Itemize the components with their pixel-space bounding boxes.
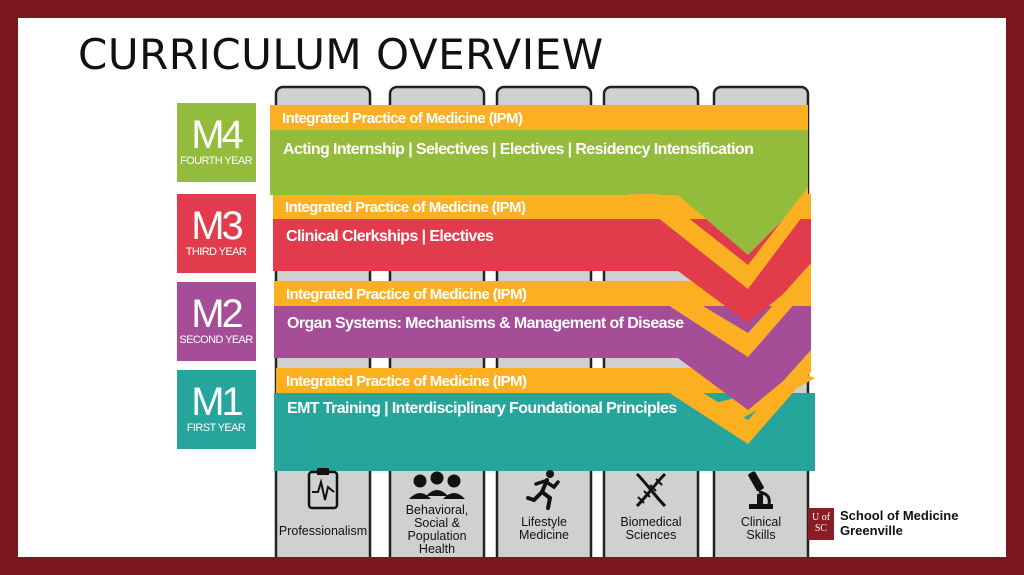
pillar-label: Medicine <box>519 528 569 542</box>
school-name: School of Medicine Greenville <box>840 508 958 538</box>
pillar-label: Population <box>407 529 466 543</box>
year-band-m4 <box>270 130 808 255</box>
pillar-label: Skills <box>746 528 775 542</box>
ipm-label: Integrated Practice of Medicine (IPM) <box>286 373 527 390</box>
year-bands: Integrated Practice of Medicine (IPM) EMT… <box>270 105 815 471</box>
running-person-icon <box>526 470 560 510</box>
microscope-icon <box>748 471 773 509</box>
pillar-label: Biomedical <box>620 515 681 529</box>
people-group-icon <box>409 471 465 499</box>
ipm-label: Integrated Practice of Medicine (IPM) <box>282 110 523 127</box>
year-name: FOURTH YEAR <box>180 155 252 167</box>
year-band-m3 <box>273 219 811 323</box>
school-logo: U of SC School of Medicine Greenville <box>808 508 988 548</box>
pillar-label: Sciences <box>626 528 677 542</box>
year-code: M4 <box>191 113 243 157</box>
band-label: EMT Training | Interdisciplinary Foundat… <box>287 400 677 417</box>
usc-badge: U of SC <box>808 508 834 540</box>
year-tile-m4 <box>177 103 256 182</box>
pillar-label: Social & <box>414 516 461 530</box>
year-band-m1 <box>274 393 815 471</box>
ipm-chevron <box>631 263 811 357</box>
ipm-label: Integrated Practice of Medicine (IPM) <box>286 286 527 303</box>
year-code: M1 <box>191 380 242 424</box>
pillar-label: Clinical <box>741 515 781 529</box>
band-label: Organ Systems: Mechanisms & Management o… <box>287 315 684 332</box>
school-name-line2: Greenville <box>840 523 903 538</box>
year-name: FIRST YEAR <box>187 422 246 434</box>
year-tile-m3 <box>177 194 256 273</box>
school-name-line1: School of Medicine <box>840 508 959 523</box>
ipm-chevron <box>628 187 808 289</box>
year-name: THIRD YEAR <box>186 246 247 258</box>
pillar-label: Professionalism <box>279 524 367 538</box>
pillar-labels: Professionalism Behavioral,Social &Popula… <box>279 468 781 556</box>
year-name: SECOND YEAR <box>179 334 253 346</box>
clipboard-heartbeat-icon <box>307 468 339 510</box>
band-label: Acting Internship | Selectives | Electiv… <box>283 141 753 158</box>
band-label: Clinical Clerkships | Electives <box>286 228 494 245</box>
curriculum-diagram: Integrated Practice of Medicine (IPM) EMT… <box>177 85 815 557</box>
pillar-label: Health <box>419 542 455 556</box>
dna-icon <box>635 472 667 508</box>
ipm-chevron <box>631 350 811 444</box>
slide: CURRICULUM OVERVIEW Integrated Practice … <box>18 18 1006 557</box>
year-tile-m2 <box>177 282 256 361</box>
year-code: M3 <box>191 204 242 248</box>
pillar-label: Lifestyle <box>521 515 567 529</box>
slide-title: CURRICULUM OVERVIEW <box>78 30 604 79</box>
pillar-label: Behavioral, <box>406 503 469 517</box>
ipm-label: Integrated Practice of Medicine (IPM) <box>285 199 526 216</box>
year-tile-m1 <box>177 370 256 449</box>
year-code: M2 <box>191 292 242 336</box>
ipm-strip <box>270 105 808 130</box>
year-band-m2 <box>274 306 811 410</box>
